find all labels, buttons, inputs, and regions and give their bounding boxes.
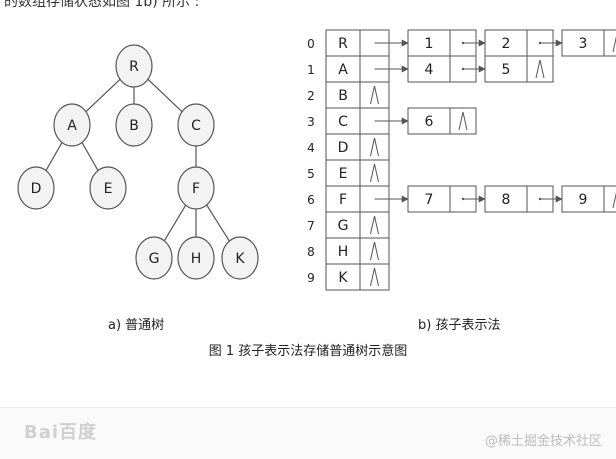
data-cell-label: F (339, 192, 347, 208)
data-cell-label: C (338, 114, 348, 130)
list-node-label: 1 (425, 36, 434, 52)
tree-node-D: D (18, 167, 54, 209)
tree-edge-A-E (82, 142, 98, 170)
tree-edge-R-A (86, 79, 120, 111)
tree-node-label: H (191, 251, 202, 267)
list-node-label: 6 (425, 114, 434, 130)
row-index: 6 (307, 193, 315, 207)
caption-child-representation: b) 孩子表示法 (418, 314, 500, 333)
list-node-label: 8 (502, 192, 511, 208)
list-node-label: 7 (425, 192, 434, 208)
tree-node-C: C (178, 104, 214, 146)
row-index: 5 (307, 167, 315, 181)
row-index: 4 (307, 141, 315, 155)
tree-edge-A-D (46, 142, 62, 170)
row-index: 3 (307, 115, 315, 129)
tree-node-G: G (136, 237, 172, 279)
tree-edge-F-G (164, 205, 185, 241)
list-node-label: 2 (502, 36, 511, 52)
child-list-0: 1 2 3 (375, 30, 616, 56)
tree-edge-F-K (207, 205, 230, 241)
tree-node-label: B (129, 118, 139, 134)
list-node-9: 9 (562, 186, 616, 212)
tree-node-E: E (90, 167, 126, 209)
tree-node-label: C (191, 118, 201, 134)
list-node-6: 6 (408, 108, 476, 134)
tree-node-label: F (192, 181, 200, 197)
row-index: 0 (307, 37, 315, 51)
row-index: 2 (307, 89, 315, 103)
tree-node-label: A (67, 118, 77, 134)
list-node-pointer (604, 30, 616, 56)
tree-node-label: K (235, 251, 245, 267)
data-cell-label: A (338, 62, 348, 78)
tree-node-label: D (31, 181, 42, 197)
tree-node-R: R (116, 45, 152, 87)
baidu-watermark: Bai百度 (24, 418, 97, 444)
tree-node-label: G (149, 251, 160, 267)
list-node-3: 3 (562, 30, 616, 56)
child-list-3: 6 (375, 108, 477, 134)
tree-node-B: B (116, 104, 152, 146)
data-cell-label: E (339, 166, 348, 182)
tree-node-label: R (129, 59, 139, 75)
list-node-label: 3 (579, 36, 588, 52)
tree-node-F: F (178, 167, 214, 209)
list-node-5: 5 (485, 56, 553, 82)
data-cell-label: D (338, 140, 349, 156)
row-index: 9 (307, 271, 315, 285)
list-node-label: 4 (425, 62, 434, 78)
child-list-6: 7 8 9 (375, 186, 616, 212)
data-cell-label: K (338, 270, 348, 286)
caption-general-tree: a) 普通树 (108, 314, 164, 333)
data-cell-label: R (338, 36, 348, 52)
data-cell-label: H (338, 244, 349, 260)
data-cell-label: G (338, 218, 349, 234)
list-node-pointer (604, 186, 616, 212)
figure-caption: 图 1 孩子表示法存储普通树示意图 (0, 340, 616, 359)
tree-nodes: R A B C D E F G H K (18, 45, 258, 279)
list-node-label: 9 (579, 192, 588, 208)
tree-node-K: K (222, 237, 258, 279)
tree-edge-R-C (148, 79, 182, 111)
tree-node-label: E (104, 181, 113, 197)
data-cell-label: B (338, 88, 348, 104)
tree-node-A: A (54, 104, 90, 146)
source-credit: @稀土掘金技术社区 (485, 430, 602, 449)
tree-node-H: H (178, 237, 214, 279)
row-index: 1 (307, 63, 315, 77)
row-index: 8 (307, 245, 315, 259)
row-index: 7 (307, 219, 315, 233)
list-node-label: 5 (502, 62, 511, 78)
